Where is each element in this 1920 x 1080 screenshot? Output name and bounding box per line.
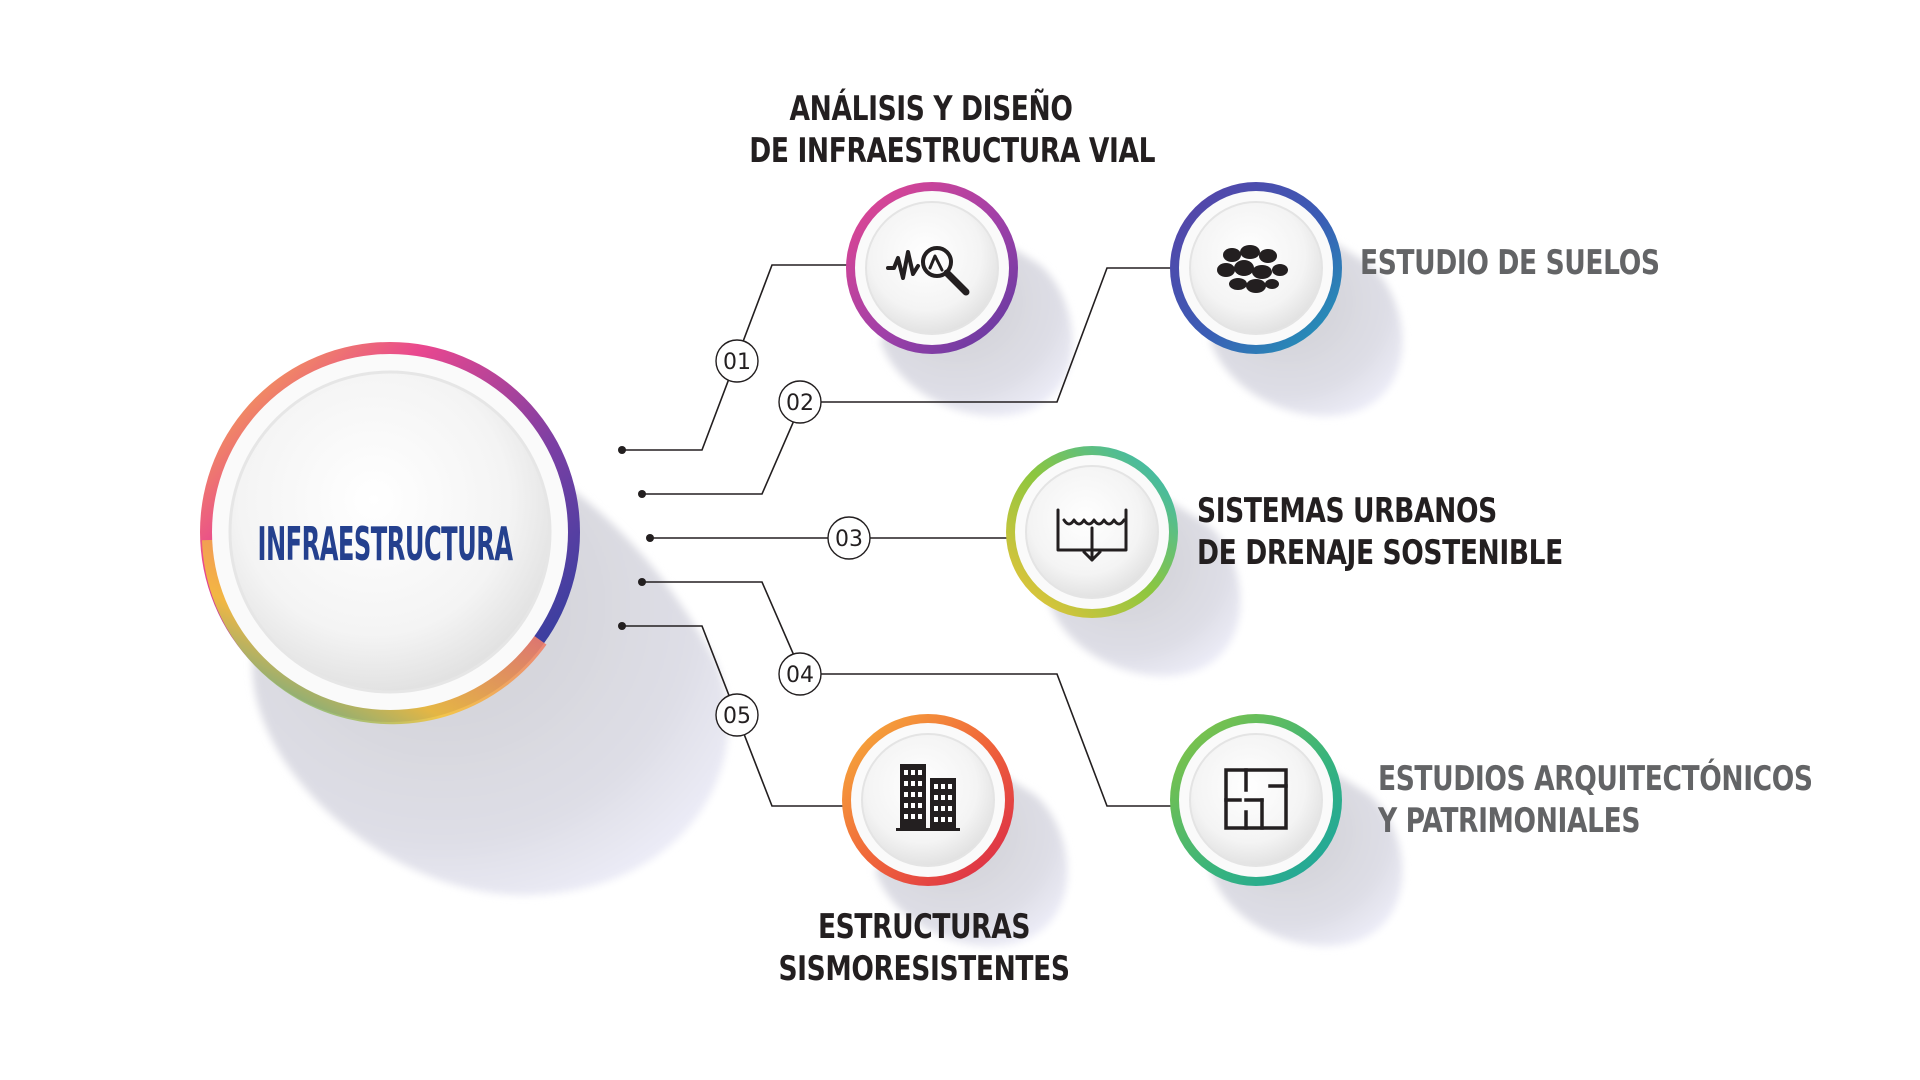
number-badges: 01 02 03 04 05 bbox=[715, 339, 871, 737]
number-02: 02 bbox=[786, 391, 814, 416]
item-circle-01 bbox=[846, 182, 1018, 354]
number-badge-04: 04 bbox=[778, 652, 822, 696]
label-01-line-2: DE INFRAESTRUCTURA VIAL bbox=[749, 131, 1156, 171]
label-03-line-2: DE DRENAJE SOSTENIBLE bbox=[1197, 533, 1563, 573]
number-badge-05: 05 bbox=[715, 693, 759, 737]
number-03: 03 bbox=[835, 527, 863, 552]
label-03: SISTEMAS URBANOS DE DRENAJE SOSTENIBLE bbox=[1197, 490, 1563, 574]
soil-stones-icon bbox=[1217, 245, 1288, 293]
center-circle: INFRAESTRUCTURA bbox=[200, 342, 580, 725]
label-04: ESTUDIOS ARQUITECTÓNICOS Y PATRIMONIALES bbox=[1378, 758, 1813, 842]
label-05-line-2: SISMORESISTENTES bbox=[778, 949, 1070, 989]
number-badge-03: 03 bbox=[827, 516, 871, 560]
drainage-icon bbox=[1056, 508, 1128, 562]
connector-04 bbox=[642, 581, 1175, 807]
label-04-line-1: ESTUDIOS ARQUITECTÓNICOS bbox=[1378, 759, 1813, 799]
connector-dot-04 bbox=[638, 578, 646, 586]
item-circle-03 bbox=[1006, 446, 1178, 618]
connector-dot-01 bbox=[618, 446, 626, 454]
number-05: 05 bbox=[723, 704, 751, 729]
number-badge-02: 02 bbox=[778, 380, 822, 424]
number-04: 04 bbox=[786, 663, 814, 688]
item-circle-02 bbox=[1170, 182, 1342, 354]
connector-dots bbox=[618, 446, 654, 630]
center-label: INFRAESTRUCTURA bbox=[258, 517, 514, 571]
label-05-line-1: ESTRUCTURAS bbox=[817, 907, 1031, 947]
item-circle-05 bbox=[842, 714, 1014, 886]
label-01-line-1: ANÁLISIS Y DISEÑO bbox=[789, 89, 1073, 129]
label-03-line-1: SISTEMAS URBANOS bbox=[1197, 491, 1497, 531]
connector-dot-05 bbox=[618, 622, 626, 630]
road-analysis-magnifier-icon bbox=[886, 246, 970, 296]
label-02-line-1: ESTUDIO DE SUELOS bbox=[1360, 243, 1660, 283]
label-02: ESTUDIO DE SUELOS bbox=[1360, 242, 1660, 284]
label-04-line-2: Y PATRIMONIALES bbox=[1378, 801, 1641, 841]
connector-dot-03 bbox=[646, 534, 654, 542]
label-01: ANÁLISIS Y DISEÑO DE INFRAESTRUCTURA VIA… bbox=[749, 88, 1156, 172]
connector-02 bbox=[642, 267, 1175, 495]
label-05: ESTRUCTURAS SISMORESISTENTES bbox=[776, 906, 1072, 990]
number-01: 01 bbox=[723, 350, 751, 375]
buildings-icon bbox=[896, 764, 960, 831]
number-badge-01: 01 bbox=[715, 339, 759, 383]
item-circle-04 bbox=[1170, 714, 1342, 886]
floor-plan-icon bbox=[1224, 768, 1288, 830]
connector-dot-02 bbox=[638, 490, 646, 498]
